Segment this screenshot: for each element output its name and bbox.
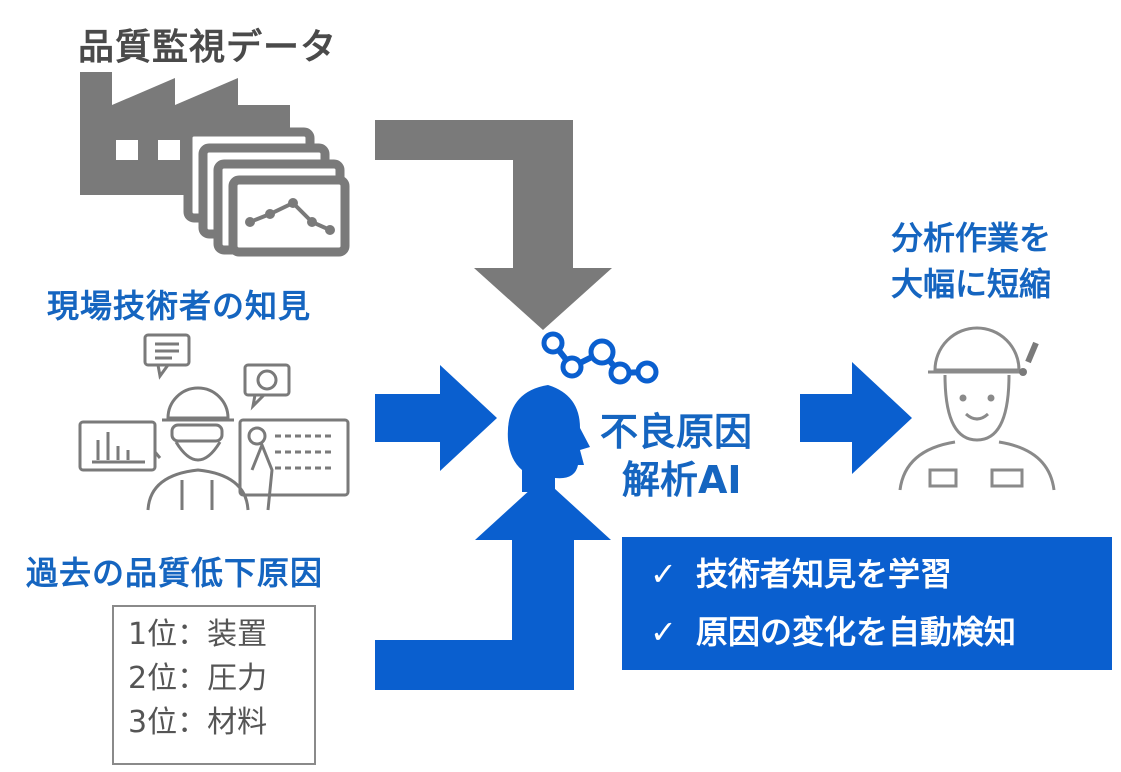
rank-number: 1位 [128, 617, 178, 652]
happy-engineer-icon [898, 326, 1056, 491]
rank-cause: 装置 [207, 617, 268, 652]
result-line1: 分析作業を [890, 219, 1051, 257]
result-arrow [800, 362, 912, 474]
benefit-item: ✓ 原因の変化を自動検知 [650, 603, 1112, 661]
ai-title-line2: 解析AI [622, 458, 742, 502]
rank-number: 2位 [128, 661, 178, 696]
cause-ranking-box: 1位：装置 2位：圧力 3位：材料 [112, 605, 316, 765]
past-causes-label: 過去の品質低下原因 [26, 554, 324, 592]
check-icon: ✓ [650, 613, 677, 651]
result-label: 分析作業を 大幅に短縮 [866, 215, 1076, 307]
benefit-text: 技術者知見を学習 [696, 555, 953, 593]
rank-separator: ： [177, 617, 208, 652]
benefits-box: ✓ 技術者知見を学習 ✓ 原因の変化を自動検知 [622, 537, 1112, 670]
check-icon: ✓ [650, 555, 677, 593]
quality-data-label: 品質監視データ [78, 27, 338, 68]
rank-cause: 圧力 [207, 661, 268, 696]
ai-title-line1: 不良原因 [600, 410, 753, 454]
data-monitors-icon [183, 127, 350, 257]
history-arrow [375, 478, 611, 690]
line-chart-icon [245, 198, 335, 235]
engineer-icon [78, 333, 350, 511]
rank-cause: 材料 [207, 705, 268, 740]
ranking-row: 3位：材料 [128, 701, 304, 745]
result-line2: 大幅に短縮 [890, 265, 1051, 303]
rank-number: 3位 [128, 705, 178, 740]
ranking-row: 1位：装置 [128, 613, 304, 657]
ranking-row: 2位：圧力 [128, 657, 304, 701]
expert-knowledge-label: 現場技術者の知見 [47, 287, 312, 325]
rank-separator: ： [177, 705, 208, 740]
rank-separator: ： [177, 661, 208, 696]
data-arrow [375, 120, 612, 330]
exclamation-dot-icon [1019, 368, 1027, 376]
benefit-text: 原因の変化を自動検知 [696, 613, 1017, 651]
ai-title: 不良原因 解析AI [600, 408, 752, 504]
ai-head-icon [507, 331, 659, 492]
knowledge-arrow [375, 365, 497, 471]
benefit-item: ✓ 技術者知見を学習 [650, 545, 1112, 603]
